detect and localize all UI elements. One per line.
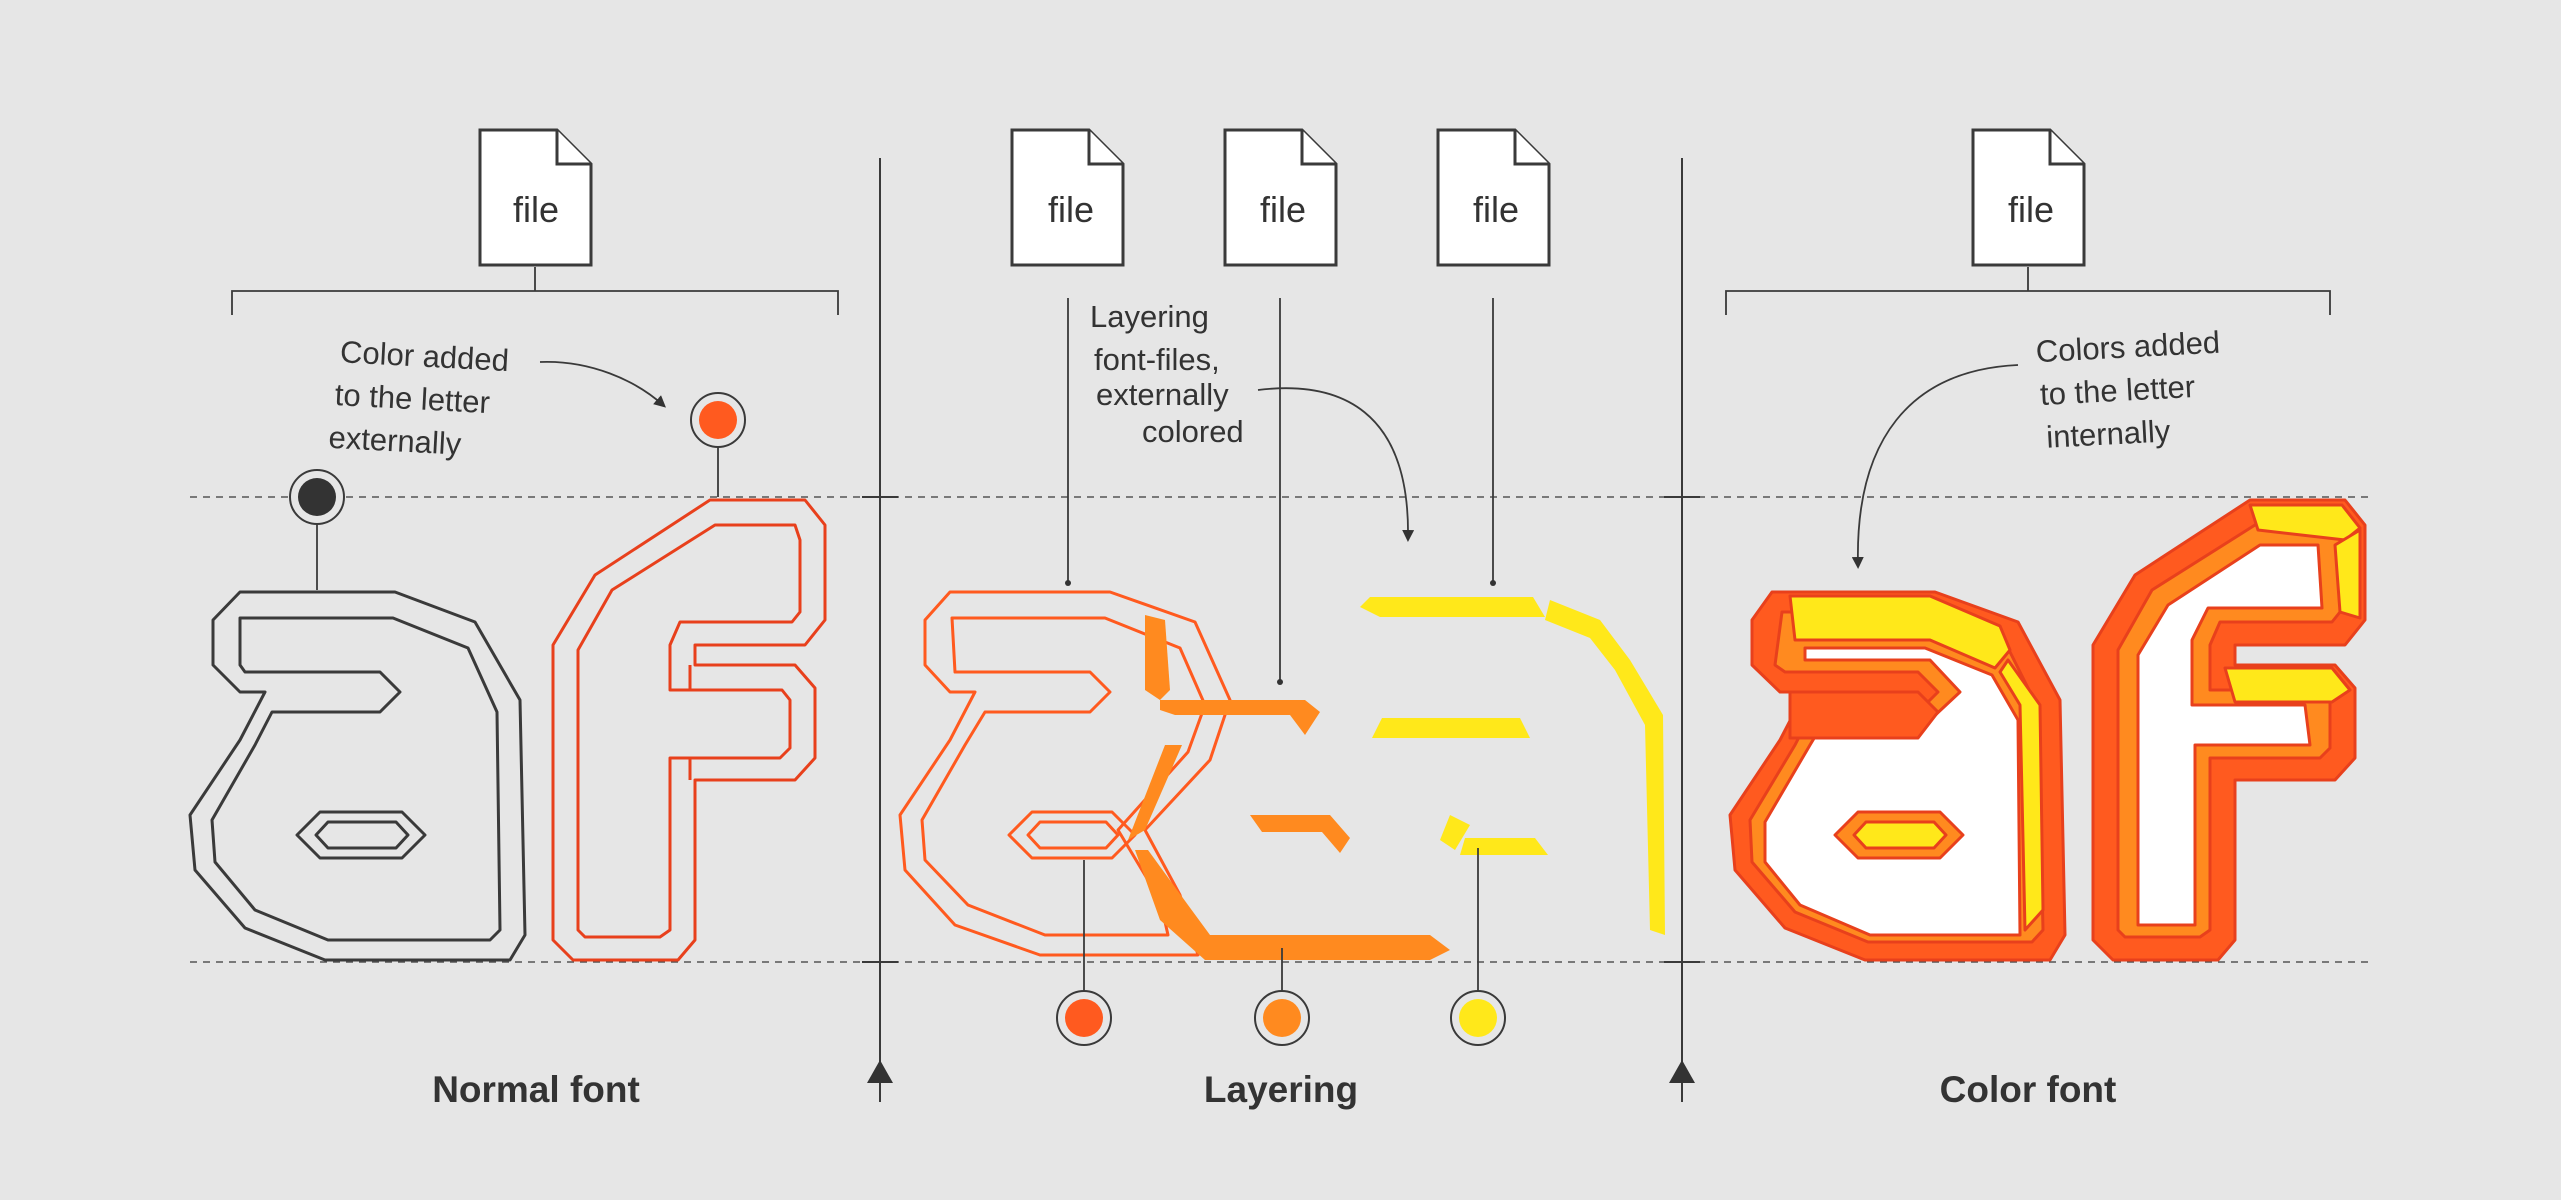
file-label: file — [2008, 189, 2054, 230]
annotation-text: Layering font-files, externally colored — [1090, 299, 1244, 449]
color-swatch-orange — [1254, 948, 1310, 1046]
file-document-layer-1: file — [1010, 128, 1125, 267]
letter-a-outline — [188, 590, 527, 962]
curved-arrow-icon — [539, 361, 666, 408]
layer-3-yellow — [1360, 597, 1665, 935]
file-label: file — [1260, 189, 1306, 230]
crosshair-icon — [1664, 496, 1700, 963]
file-label: file — [513, 189, 559, 230]
annotation-text: Colors added to the letter internally — [2035, 324, 2234, 455]
file-document-layer-3: file — [1436, 128, 1551, 267]
section-normal-font: file Color added to the letter externall… — [188, 128, 839, 1110]
color-swatch-dark — [289, 469, 345, 590]
section-title: Normal font — [432, 1069, 640, 1110]
bracket — [231, 267, 839, 315]
section-title: Color font — [1940, 1069, 2117, 1110]
separator-right — [1664, 158, 1700, 1102]
layer-2-orange — [1128, 615, 1450, 960]
color-swatch-yellow — [1450, 848, 1506, 1046]
letter-f-outline — [551, 498, 827, 962]
letter-a-color — [1728, 590, 2067, 962]
letter-f-color — [2091, 498, 2367, 962]
bracket — [1725, 267, 2331, 315]
file-document-normal: file — [478, 128, 593, 267]
arrow-up-icon — [1669, 1060, 1695, 1083]
section-layering: file file file Layering font-files, exte… — [898, 128, 1665, 1110]
curved-arrow-icon — [1851, 364, 2019, 569]
arrow-up-icon — [867, 1060, 893, 1083]
curved-arrow-icon — [1257, 387, 1415, 542]
file-document-color: file — [1971, 128, 2086, 267]
color-swatch-red — [690, 392, 746, 497]
separator-left — [862, 158, 898, 1102]
section-color-font: file Colors added to the letter internal… — [1725, 128, 2367, 1110]
color-swatch-red — [1056, 860, 1112, 1046]
section-title: Layering — [1204, 1069, 1358, 1110]
crosshair-icon — [862, 496, 898, 963]
file-document-layer-2: file — [1223, 128, 1338, 267]
annotation-text: Color added to the letter externally — [328, 334, 519, 464]
file-label: file — [1473, 189, 1519, 230]
file-label: file — [1048, 189, 1094, 230]
